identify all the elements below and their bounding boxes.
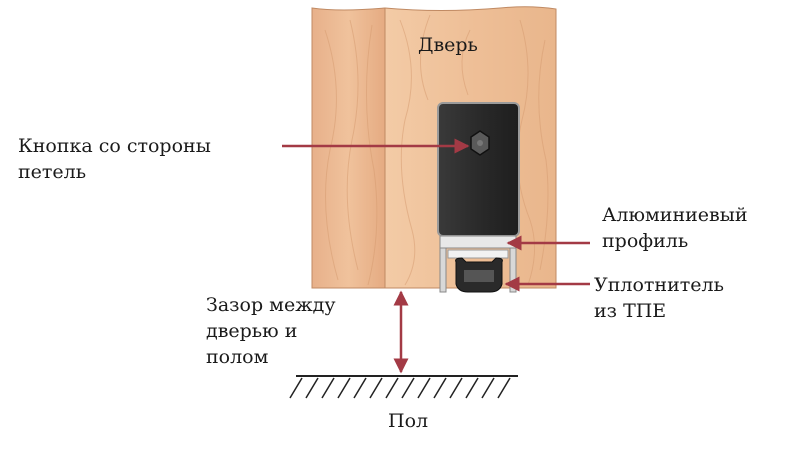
pointer-arrows — [282, 138, 590, 374]
profile-label-line-1: Алюминиевый — [602, 204, 748, 226]
button-label-line-2: петель — [18, 161, 87, 183]
gap-label-line-2: дверью и — [206, 320, 298, 342]
wood-grain — [324, 14, 549, 286]
door-left-plank — [311, 7, 386, 289]
gap-label-line-1: Зазор между — [206, 294, 336, 316]
floor-label: Пол — [388, 410, 429, 432]
seal-label-line-1: Уплотнитель — [594, 274, 724, 296]
button-label-line-1: Кнопка со стороны — [18, 135, 211, 157]
tpe-seal — [455, 257, 503, 293]
button-label: Кнопка со стороны петель — [18, 133, 211, 185]
seal-housing — [437, 102, 520, 237]
profile-label: Алюминиевый профиль — [602, 202, 748, 254]
gap-label: Зазор между дверью и полом — [206, 292, 336, 370]
profile-label-line-2: профиль — [602, 230, 689, 252]
floor — [289, 375, 518, 399]
seal-label: Уплотнитель из ТПЕ — [594, 272, 724, 324]
door-label: Дверь — [418, 34, 478, 56]
gap-label-line-3: полом — [206, 346, 269, 368]
hinge-side-button — [470, 130, 490, 156]
seal-label-line-2: из ТПЕ — [594, 300, 667, 322]
